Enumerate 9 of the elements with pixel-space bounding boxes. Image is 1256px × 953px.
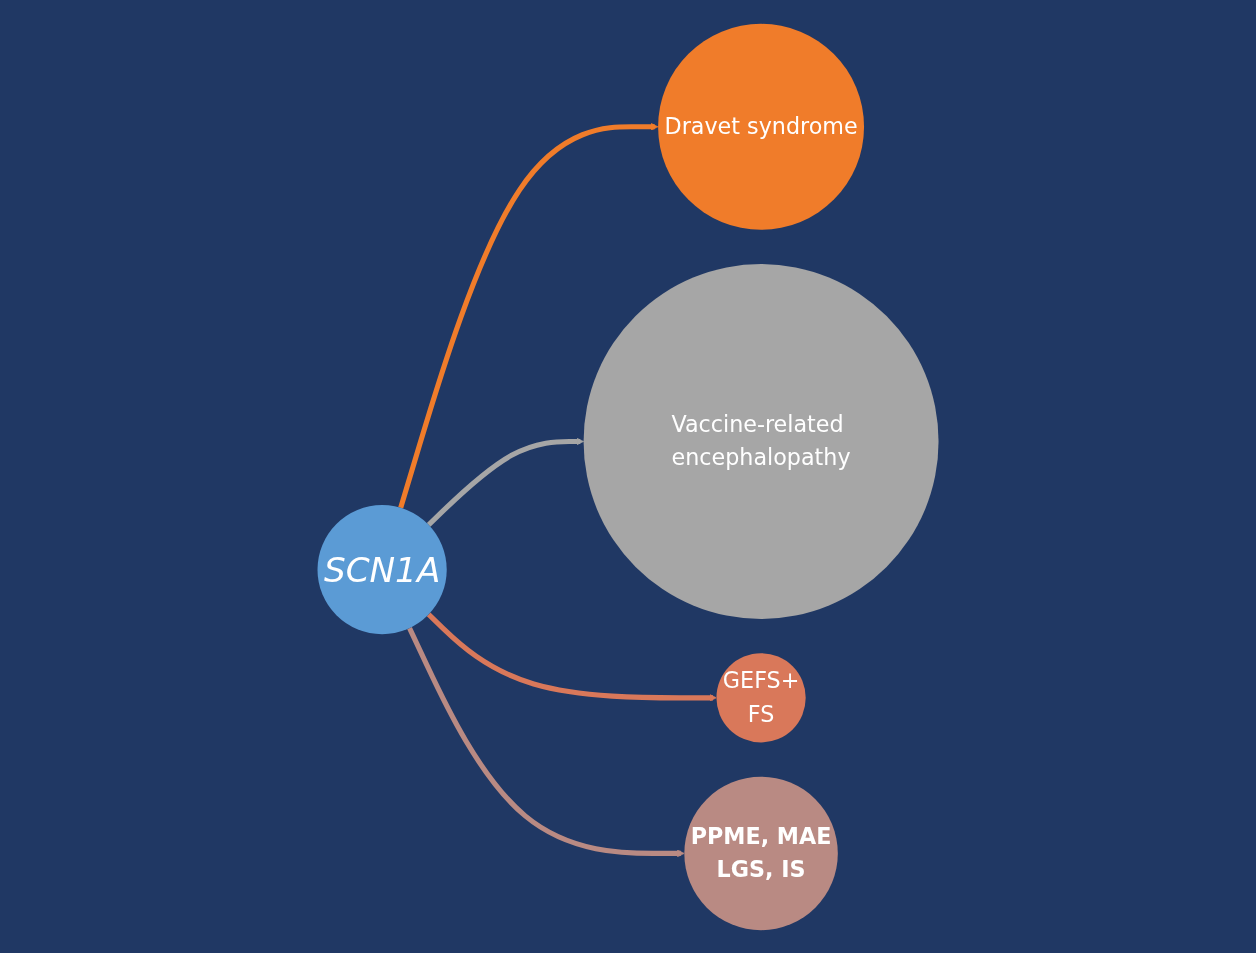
- node-circle: PPME, MAE LGS, IS: [684, 776, 838, 930]
- node-circle: GEFS+ FS: [716, 652, 806, 742]
- arrow: [426, 437, 584, 527]
- arrow: [426, 612, 717, 702]
- node-circle: Dravet syndrome: [658, 23, 864, 230]
- arrow: [398, 122, 659, 508]
- node-circle: Vaccine-related encephalopathy: [583, 263, 939, 619]
- arrow: [407, 626, 685, 857]
- node-circle: SCN1A: [317, 504, 447, 634]
